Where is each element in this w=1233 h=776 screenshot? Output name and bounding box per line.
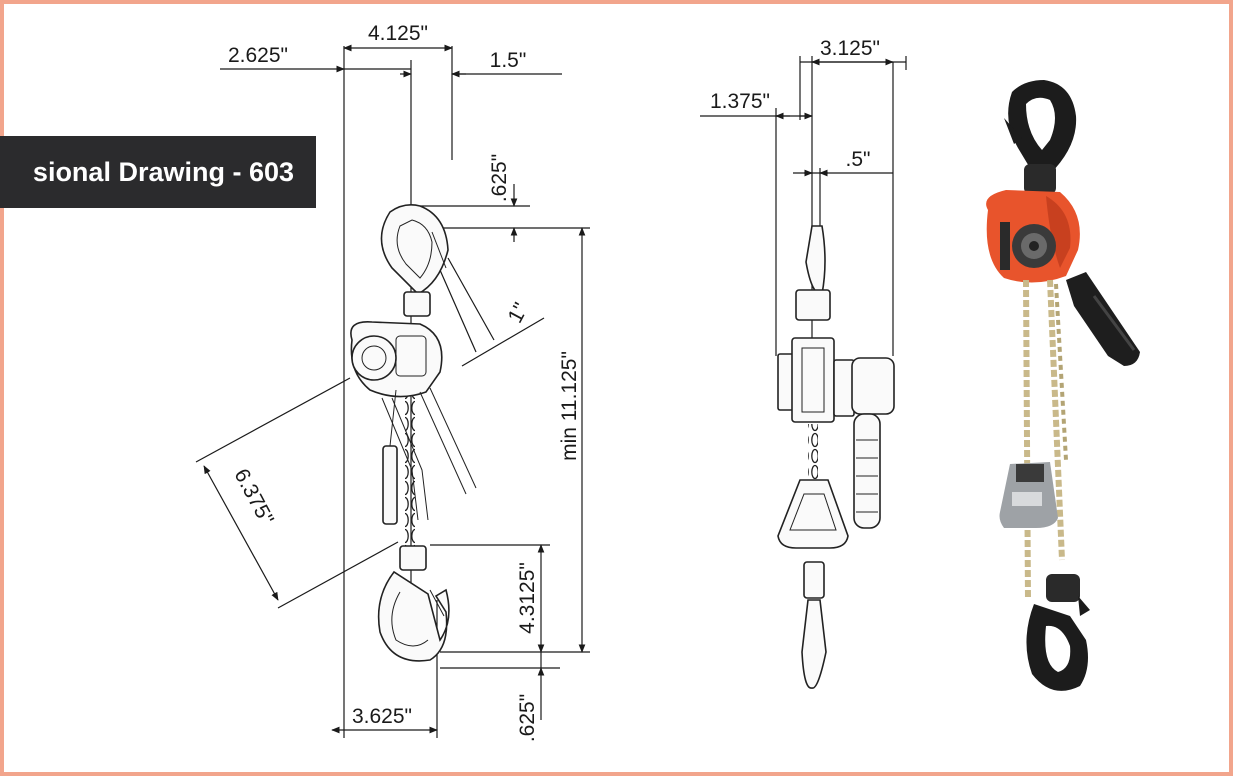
dim-hook-opening: 1" bbox=[504, 299, 533, 327]
dim-handle-length: 6.375" bbox=[229, 465, 277, 529]
load-chain-left bbox=[1023, 279, 1031, 601]
lever-handle bbox=[1066, 272, 1140, 366]
dim-bottom-hook-height: 4.3125" bbox=[516, 562, 539, 634]
dim-side-left-offset: 1.375" bbox=[710, 90, 770, 113]
top-hook bbox=[1008, 80, 1077, 178]
dim-bottom-gap: .625" bbox=[516, 694, 539, 742]
side-hoist-outline bbox=[777, 225, 895, 689]
side-view: 3.125" 1.375" .5" bbox=[700, 37, 907, 689]
page-title: sional Drawing - 603 bbox=[32, 156, 294, 187]
dim-left-offset: 2.625" bbox=[228, 44, 288, 67]
hoist-product-illustration bbox=[986, 80, 1140, 691]
dim-bottom-hook-width: 3.625" bbox=[352, 705, 412, 728]
dim-hook-top-gap: .625" bbox=[488, 154, 511, 202]
title-banner: sional Drawing - 603 bbox=[0, 136, 316, 208]
dim-right-offset: 1.5" bbox=[490, 49, 527, 72]
dim-width-top: 4.125" bbox=[368, 22, 428, 45]
dim-side-hook-thickness: .5" bbox=[846, 148, 871, 171]
front-hoist-outline bbox=[350, 204, 477, 662]
bottom-hook bbox=[1026, 604, 1088, 691]
load-chain-right bbox=[1047, 279, 1065, 561]
front-view: 4.125" 2.625" 1.5" .625" 1" min 11.125" … bbox=[195, 22, 590, 742]
dim-side-width: 3.125" bbox=[820, 37, 880, 60]
dim-min-length: min 11.125" bbox=[558, 351, 581, 461]
